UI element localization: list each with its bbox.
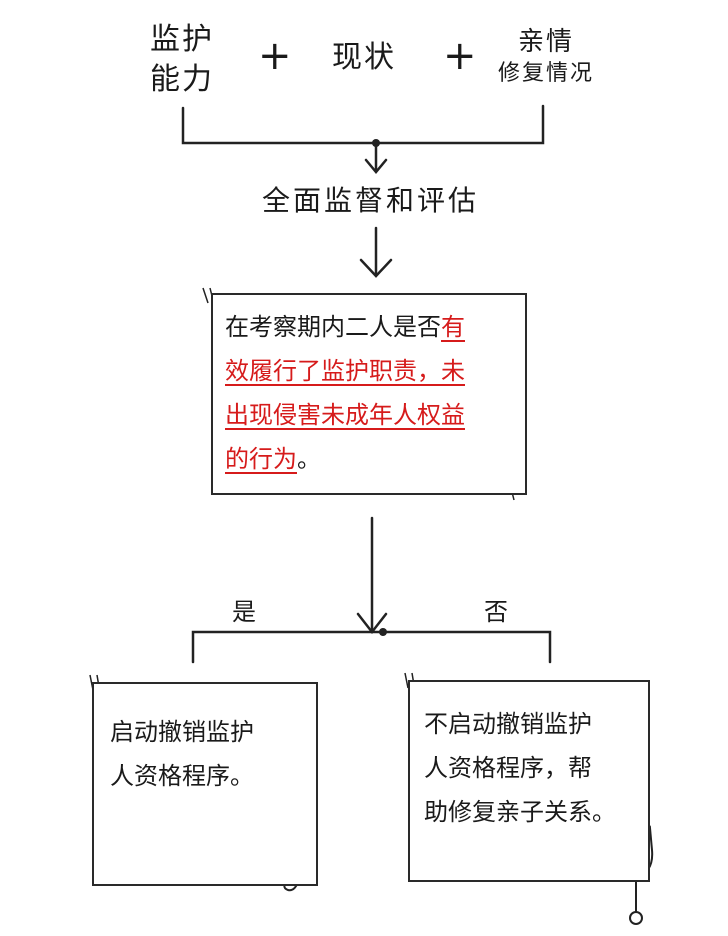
branch-no-label: 否 bbox=[484, 598, 508, 626]
guardian-ability-line-2: 能力 bbox=[150, 62, 214, 97]
outcome-no-line-1: 不启动撤销监护 bbox=[424, 710, 592, 738]
question-highlight-3: 出现侵害未成年人权益 bbox=[225, 401, 465, 429]
family-repair-line-1: 亲情 bbox=[517, 27, 574, 57]
guardian-ability-label: 监护 能力 bbox=[150, 20, 214, 100]
branch-yes-label: 是 bbox=[232, 598, 256, 626]
question-highlight-4: 的行为 bbox=[225, 445, 297, 473]
guardian-ability-line-1: 监护 bbox=[150, 22, 214, 57]
question-suffix: 。 bbox=[297, 445, 321, 473]
family-repair-label: 亲情 修复情况 bbox=[490, 26, 602, 90]
question-box: 在考察期内二人是否有 效履行了监护职责，未 出现侵害未成年人权益 的行为。 bbox=[211, 293, 527, 495]
question-highlight-1: 有 bbox=[441, 313, 465, 341]
outcome-no-line-2: 人资格程序，帮 bbox=[424, 754, 592, 782]
assessment-label: 全面监督和评估 bbox=[262, 184, 480, 217]
plus-sign-2: + bbox=[443, 33, 479, 79]
outcome-no-box: 不启动撤销监护 人资格程序，帮 助修复亲子关系。 bbox=[408, 680, 650, 882]
family-repair-line-2: 修复情况 bbox=[497, 61, 594, 86]
outcome-yes-box: 启动撤销监护 人资格程序。 bbox=[92, 682, 318, 886]
plus-sign-1: + bbox=[258, 33, 294, 79]
question-prefix: 在考察期内二人是否 bbox=[225, 313, 441, 341]
current-status-label: 现状 bbox=[332, 40, 396, 75]
question-highlight-2: 效履行了监护职责，未 bbox=[225, 357, 465, 385]
outcome-yes-text: 启动撤销监护 人资格程序。 bbox=[110, 710, 254, 798]
outcome-yes-line-2: 人资格程序。 bbox=[110, 762, 254, 790]
question-text: 在考察期内二人是否有 效履行了监护职责，未 出现侵害未成年人权益 的行为。 bbox=[225, 305, 521, 481]
outcome-yes-line-1: 启动撤销监护 bbox=[110, 718, 254, 746]
outcome-no-line-3: 助修复亲子关系。 bbox=[424, 798, 616, 826]
outcome-no-text: 不启动撤销监护 人资格程序，帮 助修复亲子关系。 bbox=[424, 702, 616, 834]
